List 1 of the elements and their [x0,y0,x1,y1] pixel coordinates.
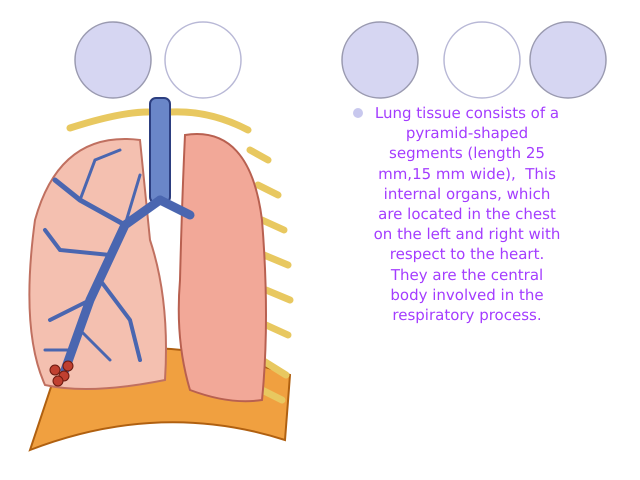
body-text: Lung tissue consists of a pyramid-shaped segments (length 25 mm,15 mm wide), This internal organs, which are located in the chest on the left and right with respect to the heart. They are the central body involved in the respiratory process. [372,103,562,326]
